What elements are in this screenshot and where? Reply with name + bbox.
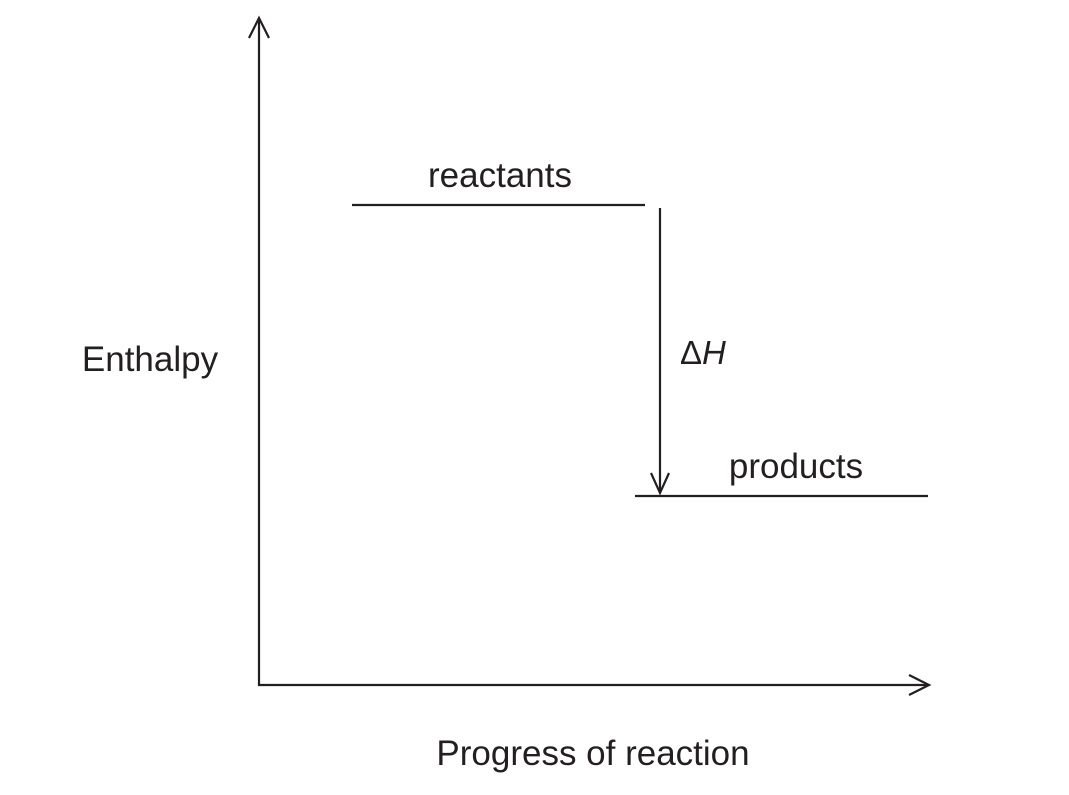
y-axis xyxy=(248,15,270,686)
delta-symbol: Δ xyxy=(680,334,702,371)
y-axis-arrowhead xyxy=(248,15,270,39)
products-label: products xyxy=(729,447,863,486)
delta-h-arrow xyxy=(649,208,671,496)
x-axis-arrowhead xyxy=(908,674,932,696)
x-axis xyxy=(258,674,932,696)
x-axis-label: Progress of reaction xyxy=(436,734,749,773)
delta-h-arrowhead xyxy=(649,472,671,496)
reactants-label: reactants xyxy=(428,156,572,195)
y-axis-label: Enthalpy xyxy=(82,340,219,379)
enthalpy-symbol: H xyxy=(702,334,726,371)
delta-h-label: ΔH xyxy=(680,334,726,371)
